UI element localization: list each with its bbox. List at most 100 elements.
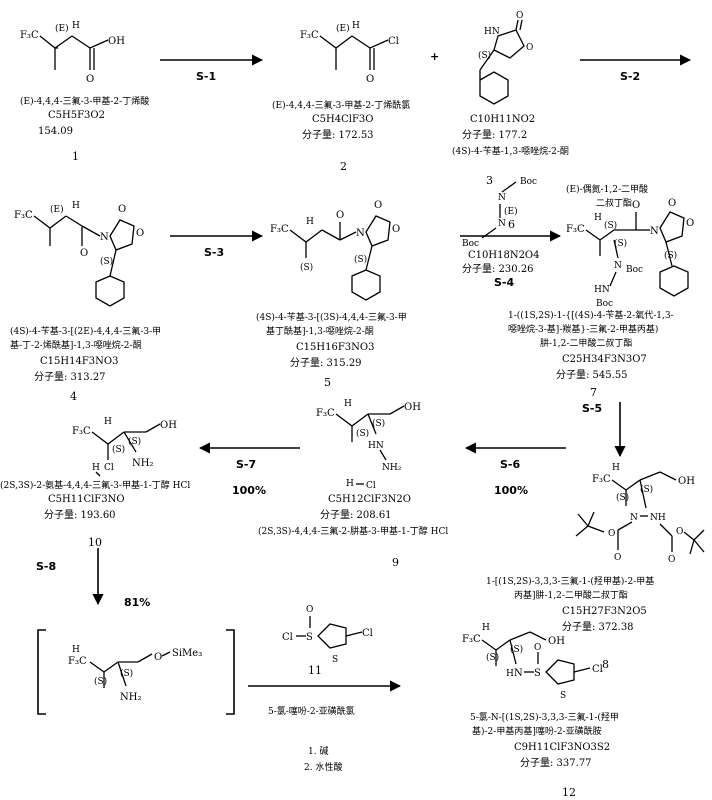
compound-4-formula: C15H14F3NO3 bbox=[40, 356, 118, 367]
svg-text:NH₂: NH₂ bbox=[382, 463, 402, 473]
svg-text:O: O bbox=[86, 74, 94, 85]
svg-text:H: H bbox=[306, 217, 314, 227]
svg-text:Cl: Cl bbox=[366, 481, 376, 491]
svg-text:H: H bbox=[104, 417, 112, 427]
svg-text:Cl: Cl bbox=[282, 632, 293, 643]
svg-text:N: N bbox=[650, 226, 659, 237]
svg-text:O: O bbox=[526, 43, 533, 53]
compound-7-mw: 分子量: 545.55 bbox=[556, 369, 628, 381]
compound-4-label: (4S)-4-苄基-3-[(2E)-4,4,4-三氟-3-甲 基-丁-2-烯酰基… bbox=[10, 325, 161, 403]
svg-text:NH₂: NH₂ bbox=[132, 458, 153, 469]
svg-text:(S): (S) bbox=[640, 484, 653, 495]
svg-text:HN: HN bbox=[368, 441, 384, 451]
svg-text:(S): (S) bbox=[300, 262, 313, 273]
svg-text:(S): (S) bbox=[616, 492, 629, 503]
compound-9-label: C5H12ClF3N2O 分子量: 208.61 (2S,3S)-4,4,4-三… bbox=[258, 494, 448, 569]
svg-text:O: O bbox=[676, 527, 683, 537]
svg-text:NH₂: NH₂ bbox=[120, 692, 141, 703]
svg-text:H: H bbox=[344, 399, 352, 409]
svg-text:F₃C: F₃C bbox=[270, 224, 289, 235]
svg-text:Boc: Boc bbox=[626, 265, 643, 275]
compound-12-structure: H F₃C (S) (S) OH H N S O S Cl bbox=[462, 623, 603, 701]
compound-2-name: (E)-4,4,4-三氟-3-甲基-2-丁烯酰氯 bbox=[272, 99, 410, 111]
compound-1-label: (E)-4,4,4-三氟-3-甲基-2-丁烯酸 C5H5F3O2 154.09 … bbox=[20, 95, 149, 163]
svg-text:(S): (S) bbox=[94, 676, 107, 687]
compound-4-mw: 分子量: 313.27 bbox=[34, 371, 106, 383]
compound-1-number: 1 bbox=[72, 150, 79, 163]
compound-8-mw: 分子量: 372.38 bbox=[562, 621, 634, 633]
step-s6-yield: 100% bbox=[494, 484, 528, 497]
svg-text:(E): (E) bbox=[50, 204, 64, 215]
compound-9-mw: 分子量: 208.61 bbox=[320, 509, 392, 521]
compound-12-mw: 分子量: 337.77 bbox=[520, 757, 592, 769]
compound-7-number: 7 bbox=[590, 386, 597, 399]
step-s4-label: S-4 bbox=[494, 276, 514, 289]
svg-text:(S): (S) bbox=[614, 238, 627, 249]
compound-8-formula: C15H27F3N2O5 bbox=[562, 606, 647, 617]
svg-text:OH: OH bbox=[108, 36, 125, 47]
svg-text:F₃C: F₃C bbox=[72, 426, 91, 437]
svg-text:(S): (S) bbox=[356, 428, 369, 439]
svg-text:H: H bbox=[92, 463, 100, 473]
compound-6-label: (E)-偶氮-1,2-二甲酸 二叔丁酯 6 bbox=[508, 183, 648, 231]
compound-9-name: (2S,3S)-4,4,4-三氟-2-肼基-3-甲基-1-丁醇 HCl bbox=[258, 525, 448, 537]
compound-5-mw: 分子量: 315.29 bbox=[290, 357, 362, 369]
svg-text:N: N bbox=[356, 228, 365, 239]
svg-text:F₃C: F₃C bbox=[462, 634, 481, 645]
svg-text:O: O bbox=[336, 210, 344, 221]
svg-text:(E): (E) bbox=[336, 23, 350, 34]
svg-text:H: H bbox=[72, 645, 80, 655]
compound-10-formula: C5H11ClF3NO bbox=[48, 494, 125, 505]
step-s2-label: S-2 bbox=[620, 70, 640, 83]
svg-text:OH: OH bbox=[160, 420, 177, 431]
compound-9-structure: F₃C H (S) (S) OH HN NH₂ H Cl bbox=[316, 399, 421, 491]
svg-text:(S): (S) bbox=[120, 668, 133, 679]
compound-2-formula: C5H4ClF3O bbox=[312, 114, 373, 125]
svg-text:N: N bbox=[498, 193, 506, 203]
compound-11-structure: Cl S O S Cl bbox=[282, 605, 373, 665]
compound-2-label: (E)-4,4,4-三氟-3-甲基-2-丁烯酰氯 C5H4ClF3O 分子量: … bbox=[272, 99, 410, 173]
svg-text:O: O bbox=[608, 529, 615, 539]
svg-text:O: O bbox=[366, 74, 374, 85]
compound-12-label: 5-氯-N-[(1S,2S)-3,3,3-三氟-1-(羟甲 基)-2-甲基丙基]… bbox=[470, 711, 619, 799]
compound-5-label: (4S)-4-苄基-3-[(3S)-4,4,4-三氟-3-甲 基丁酰基]-1,3… bbox=[256, 311, 407, 389]
svg-text:O: O bbox=[534, 643, 541, 653]
svg-text:(S): (S) bbox=[478, 50, 491, 61]
compound-10-mw: 分子量: 193.60 bbox=[44, 509, 116, 521]
svg-text:H: H bbox=[72, 21, 80, 31]
compound-6-structure: Boc N N (E) Boc bbox=[462, 177, 537, 249]
svg-text:O: O bbox=[80, 248, 88, 259]
svg-text:(S): (S) bbox=[100, 256, 113, 267]
svg-text:(S): (S) bbox=[604, 220, 617, 231]
svg-text:H: H bbox=[594, 213, 602, 223]
svg-text:NH: NH bbox=[650, 513, 666, 523]
compound-12-name-1: 5-氯-N-[(1S,2S)-3,3,3-三氟-1-(羟甲 bbox=[470, 711, 619, 723]
svg-text:OH: OH bbox=[678, 476, 695, 487]
compound-8-label: 1-[(1S,2S)-3,3,3-三氟-1-(羟甲基)-2-甲基 丙基]肼-1,… bbox=[486, 575, 654, 671]
compound-3-label: C10H11NO2 分子量: 177.2 (4S)-4-苄基-1,3-噁唑烷-2… bbox=[452, 114, 569, 187]
step-s8-label: S-8 bbox=[36, 560, 56, 573]
compound-8-name-1: 1-[(1S,2S)-3,3,3-三氟-1-(羟甲基)-2-甲基 bbox=[486, 575, 654, 587]
svg-text:F₃C: F₃C bbox=[300, 30, 319, 41]
compound-7-name-2: 噁唑烷-3-基]-羰基}-三氟-2-甲基丙基) bbox=[508, 323, 658, 335]
compound-1-name: (E)-4,4,4-三氟-3-甲基-2-丁烯酸 bbox=[20, 95, 149, 107]
svg-text:H: H bbox=[352, 21, 360, 31]
svg-text:S: S bbox=[534, 668, 541, 679]
step-s6-label: S-6 bbox=[500, 458, 520, 471]
compound-8-number: 8 bbox=[602, 658, 609, 671]
step-s7-yield: 100% bbox=[232, 484, 266, 497]
svg-text:F₃C: F₃C bbox=[20, 30, 39, 41]
svg-text:HN: HN bbox=[484, 27, 500, 37]
compound-9-number: 9 bbox=[392, 556, 399, 569]
compound-7-name-1: 1-((1S,2S)-1-{[(4S)-4-苄基-2-氧代-1,3- bbox=[508, 309, 674, 321]
svg-text:(S): (S) bbox=[372, 418, 385, 429]
svg-text:(S): (S) bbox=[128, 436, 141, 447]
svg-text:S: S bbox=[306, 632, 313, 643]
compound-3-name: (4S)-4-苄基-1,3-噁唑烷-2-酮 bbox=[452, 145, 569, 157]
compound-5-formula: C15H16F3NO3 bbox=[296, 342, 374, 353]
svg-text:(S): (S) bbox=[510, 644, 523, 655]
svg-text:O: O bbox=[516, 11, 523, 21]
svg-text:Cl: Cl bbox=[592, 664, 603, 675]
compound-10-name: (2S,3S)-2-氨基-4,4,4-三氟-3-甲基-1-丁醇 HCl bbox=[0, 479, 190, 491]
svg-text:H: H bbox=[482, 623, 490, 633]
